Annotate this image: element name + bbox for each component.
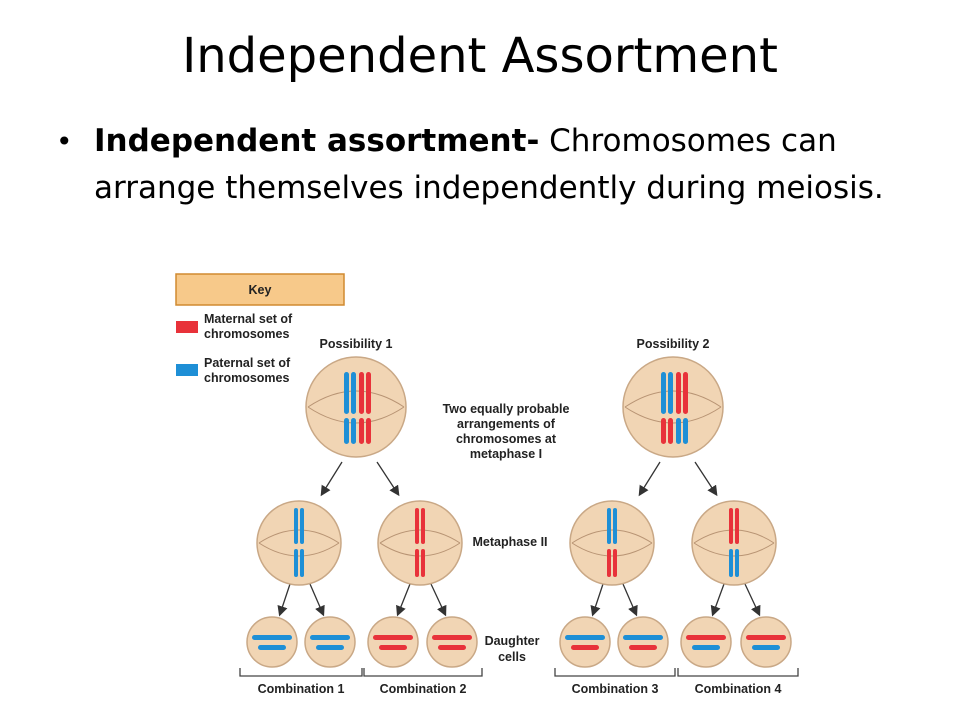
metaphase-ii-cell-1 — [256, 500, 342, 586]
arrows — [277, 461, 761, 617]
key-header — [175, 273, 345, 306]
bracket-4 — [677, 668, 799, 677]
arrow — [590, 583, 604, 617]
arrow — [694, 461, 718, 497]
metaphase-i-cell-2 — [622, 356, 724, 458]
arrow — [622, 583, 638, 617]
maternal-label-2: chromosomes — [204, 327, 289, 341]
bullet-marker: • — [56, 125, 73, 158]
arrow — [320, 461, 343, 497]
arrow — [277, 583, 291, 617]
arrow — [396, 583, 411, 617]
metaphase-i-cell-1 — [305, 356, 407, 458]
maternal-swatch — [176, 321, 198, 333]
key: Key Maternal set of chromosomes Paternal… — [175, 273, 345, 385]
arrow — [744, 583, 761, 617]
chromosome-pair-mixed — [661, 372, 688, 444]
daughter-cells-label-2: cells — [498, 650, 526, 664]
daughter-cell — [559, 616, 611, 668]
bullet-term: Independent assortment- — [94, 123, 540, 159]
daughter-cell — [246, 616, 298, 668]
arrangement-note-2: arrangements of — [457, 417, 556, 431]
combination-2-label: Combination 2 — [380, 682, 467, 696]
paternal-label-1: Paternal set of — [204, 356, 291, 370]
combination-brackets — [239, 668, 799, 677]
bracket-2 — [363, 668, 483, 677]
arrow — [430, 583, 447, 617]
arrangement-note-3: chromosomes at — [456, 432, 557, 446]
bullet-point: • Independent assortment- Chromosomes ca… — [56, 118, 916, 212]
chromosome-pair-paternal — [344, 372, 356, 444]
arrow — [638, 461, 661, 497]
daughter-cell — [426, 616, 478, 668]
bracket-1 — [239, 668, 363, 677]
paternal-label-2: chromosomes — [204, 371, 289, 385]
arrow — [710, 583, 725, 617]
arrangement-note-4: metaphase I — [470, 447, 542, 461]
bullet-text: Independent assortment- Chromosomes can … — [94, 118, 916, 212]
metaphase-ii-cell-4 — [691, 500, 777, 586]
daughter-cells-label-1: Daughter — [485, 634, 540, 648]
bullet-definition: Chromosomes can arrange themselves indep… — [94, 123, 884, 206]
bracket-3 — [554, 668, 676, 677]
daughter-cell — [680, 616, 732, 668]
daughter-cell — [367, 616, 419, 668]
maternal-label-1: Maternal set of — [204, 312, 293, 326]
chromosome-pair-maternal — [359, 372, 371, 444]
daughter-cell — [617, 616, 669, 668]
daughter-cell — [304, 616, 356, 668]
daughter-cells — [246, 616, 792, 668]
combination-3-label: Combination 3 — [572, 682, 659, 696]
metaphase-ii-label: Metaphase II — [472, 535, 547, 549]
combination-1-label: Combination 1 — [258, 682, 345, 696]
arrow — [376, 461, 400, 497]
metaphase-ii-cell-3 — [569, 500, 655, 586]
metaphase-ii-cell-2 — [377, 500, 463, 586]
key-title: Key — [249, 283, 272, 297]
paternal-swatch — [176, 364, 198, 376]
arrangement-note-1: Two equally probable — [443, 402, 570, 416]
combination-4-label: Combination 4 — [695, 682, 782, 696]
possibility-1-label: Possibility 1 — [320, 337, 393, 351]
slide-title: Independent Assortment — [182, 28, 778, 84]
daughter-cell — [740, 616, 792, 668]
possibility-2-label: Possibility 2 — [637, 337, 710, 351]
arrow — [309, 583, 325, 617]
